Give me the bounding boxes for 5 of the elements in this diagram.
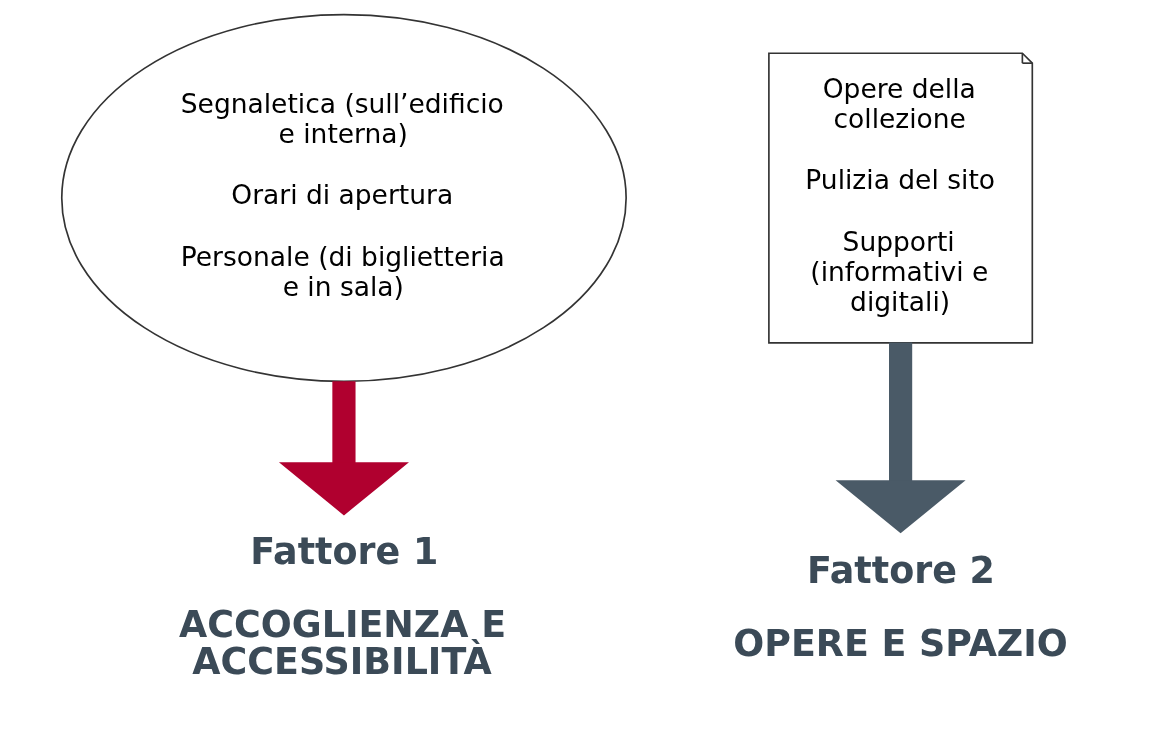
arrow (278, 381, 409, 516)
arrow (835, 342, 966, 534)
node-text: Fattore 2 OPERE E SPAZIO (733, 548, 1068, 665)
node-ellipse: Segnaletica (sull’edificio e interna) Orari di apertura Personale (di biglietteria e in sala) (60, 13, 627, 383)
node-text: Fattore 1 ACCOGLIENZA E ACCESSIBILITÀ (179, 530, 507, 683)
